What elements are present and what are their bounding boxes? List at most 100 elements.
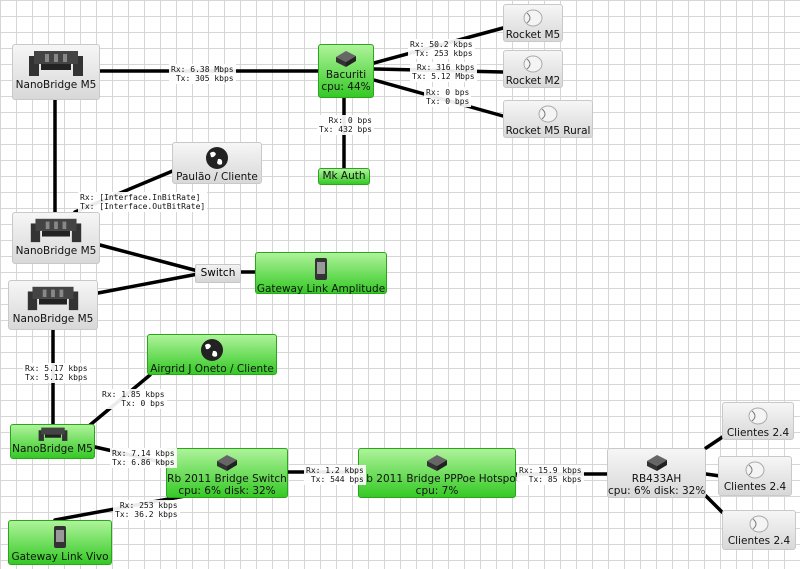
gateway-icon bbox=[54, 526, 66, 548]
node-stat: cpu: 6% disk: 32% bbox=[178, 485, 276, 497]
bridge-icon bbox=[30, 218, 82, 243]
tx-rate: Tx: 432 bps bbox=[319, 125, 372, 134]
node-rb2011-bridge-switch[interactable]: Rb 2011 Bridge Switch cpu: 6% disk: 32% bbox=[166, 448, 288, 498]
link-label-rbpppoe-rb433: Rx: 15.9 kbps Tx: 85 kbps bbox=[517, 465, 584, 485]
node-clientes-3[interactable]: Clientes 2.4 bbox=[722, 510, 796, 550]
antenna-icon bbox=[745, 461, 765, 479]
link-label-nb4-rbswitch: Rx: 7.14 kbps Tx: 6.86 kbps bbox=[110, 448, 177, 468]
antenna-icon bbox=[523, 55, 543, 73]
node-nanobridge-3[interactable]: NanoBridge M5 bbox=[8, 280, 98, 330]
node-rb2011-bridge-pppoe[interactable]: Rb 2011 Bridge PPPoe Hotspot cpu: 7% bbox=[358, 448, 520, 498]
tx-rate: Tx: 0 bps bbox=[426, 97, 470, 106]
link-rb433-clientes1[interactable] bbox=[704, 434, 726, 450]
rx-rate: Rx: 5.17 kbps bbox=[25, 364, 88, 373]
node-label: NanoBridge M5 bbox=[12, 443, 93, 455]
tx-rate: Tx: 36.2 kbps bbox=[115, 510, 178, 519]
tx-rate: Tx: 253 kbps bbox=[414, 49, 473, 58]
node-label: RB433AH bbox=[631, 473, 682, 485]
bridge-icon bbox=[27, 286, 79, 311]
node-label: Paulão / Cliente bbox=[176, 171, 258, 183]
antenna-icon bbox=[749, 515, 769, 533]
rx-rate: Rx: 15.9 kbps bbox=[519, 466, 582, 475]
node-gateway-link-amplitude[interactable]: Gateway Link Amplitude bbox=[255, 252, 387, 295]
rx-rate: Rx: 0 bps bbox=[426, 88, 470, 97]
link-rb433-clientes2[interactable] bbox=[704, 472, 722, 478]
bridge-icon bbox=[29, 51, 83, 76]
node-label: Bacuriti bbox=[325, 69, 367, 81]
node-label: Clientes 2.4 bbox=[727, 535, 791, 547]
node-mk-auth[interactable]: Mk Auth bbox=[318, 168, 370, 185]
node-label: Rocket M2 bbox=[505, 75, 561, 87]
link-label-nb1-bacuriti: Rx: 6.38 Mbps Tx: 305 kbps bbox=[169, 64, 236, 84]
node-nanobridge-1[interactable]: NanoBridge M5 bbox=[12, 44, 100, 100]
node-rocket-m2[interactable]: Rocket M2 bbox=[503, 50, 563, 88]
node-stat: cpu: 44% bbox=[321, 81, 371, 93]
tx-rate: Tx: [Interface.OutBitRate] bbox=[80, 202, 206, 211]
link-label-nb4-airgrid: Rx: 1.85 kbps Tx: 0 bps bbox=[100, 389, 167, 409]
bridge-icon bbox=[38, 427, 67, 441]
node-label: Clientes 2.4 bbox=[723, 481, 787, 493]
node-paulao-cliente[interactable]: Paulão / Cliente bbox=[172, 142, 262, 184]
rx-rate: Rx: [Interface.InBitRate] bbox=[80, 193, 201, 202]
rx-rate: Rx: 50.2 kbps bbox=[410, 40, 473, 49]
tx-rate: Tx: 544 bps bbox=[310, 475, 364, 484]
tx-rate: Tx: 6.86 kbps bbox=[112, 458, 175, 467]
node-nanobridge-2[interactable]: NanoBridge M5 bbox=[12, 212, 100, 264]
node-label: Rb 2011 Bridge Switch bbox=[167, 473, 287, 485]
node-label: Clientes 2.4 bbox=[726, 427, 790, 439]
link-label-bacuriti-mkauth: Rx: 0 bps Tx: 432 bps bbox=[317, 115, 374, 135]
node-label: Rocket M5 Rural bbox=[505, 125, 591, 137]
antenna-icon bbox=[538, 105, 558, 123]
node-label: Gateway Link Amplitude bbox=[256, 283, 386, 295]
link-label-bacuriti-rocket2: Rx: 316 kbps Tx: 5.12 Mbps bbox=[410, 62, 477, 82]
rx-rate: Rx: 1.2 kbps bbox=[306, 466, 364, 475]
link-nb3-switch[interactable] bbox=[96, 272, 200, 295]
node-airgrid-cliente[interactable]: Airgrid J Oneto / Cliente bbox=[147, 334, 277, 375]
node-rocket-m5[interactable]: Rocket M5 bbox=[503, 4, 563, 42]
tx-rate: Tx: 85 kbps bbox=[528, 475, 582, 484]
link-label-rbswitch-gwvivo: Rx: 253 kbps Tx: 36.2 kbps bbox=[113, 500, 180, 520]
tx-rate: Tx: 0 bps bbox=[121, 399, 165, 408]
node-label: Rocket M5 bbox=[505, 29, 561, 41]
router-icon bbox=[336, 51, 356, 67]
node-label: Rb 2011 Bridge PPPoe Hotspot bbox=[359, 473, 520, 485]
node-label: Gateway Link Vivo bbox=[11, 551, 109, 563]
tx-rate: Tx: 5.12 Mbps bbox=[412, 72, 475, 81]
gateway-icon bbox=[315, 258, 327, 280]
rx-rate: Rx: 0 bps bbox=[328, 116, 372, 125]
node-stat: cpu: 6% disk: 32% bbox=[608, 485, 706, 497]
globe-icon bbox=[201, 339, 223, 361]
node-switch[interactable]: Switch bbox=[195, 264, 241, 283]
link-label-nb3-nb4: Rx: 5.17 kbps Tx: 5.12 kbps bbox=[23, 363, 90, 383]
node-rocket-m5-rural[interactable]: Rocket M5 Rural bbox=[503, 100, 593, 138]
node-gateway-link-vivo[interactable]: Gateway Link Vivo bbox=[8, 520, 112, 565]
node-rb433ah[interactable]: RB433AH cpu: 6% disk: 32% bbox=[607, 448, 706, 498]
link-rb433-clientes3[interactable] bbox=[704, 494, 724, 514]
rx-rate: Rx: 253 kbps bbox=[119, 501, 178, 510]
node-label: Mk Auth bbox=[322, 170, 366, 182]
router-icon bbox=[217, 455, 237, 471]
antenna-icon bbox=[523, 9, 543, 27]
tx-rate: Tx: 5.12 kbps bbox=[25, 373, 88, 382]
node-stat: cpu: 7% bbox=[415, 485, 459, 497]
node-label: Switch bbox=[200, 267, 236, 279]
link-nb2-switch[interactable] bbox=[98, 243, 200, 273]
node-label: Airgrid J Oneto / Cliente bbox=[150, 363, 274, 375]
node-nanobridge-4[interactable]: NanoBridge M5 bbox=[10, 424, 95, 459]
rx-rate: Rx: 7.14 kbps bbox=[112, 449, 175, 458]
link-label-bacuriti-rocket3: Rx: 0 bps Tx: 0 bps bbox=[424, 87, 472, 107]
node-bacuriti[interactable]: Bacuriti cpu: 44% bbox=[318, 44, 374, 98]
antenna-icon bbox=[748, 407, 768, 425]
node-clientes-1[interactable]: Clientes 2.4 bbox=[722, 402, 794, 440]
link-label-nb2-paulao: Rx: [Interface.InBitRate] Tx: [Interface… bbox=[78, 192, 208, 212]
node-label: NanoBridge M5 bbox=[12, 313, 94, 325]
rx-rate: Rx: 316 kbps bbox=[416, 63, 475, 72]
node-label: NanoBridge M5 bbox=[15, 245, 97, 257]
rx-rate: Rx: 1.85 kbps bbox=[102, 390, 165, 399]
rx-rate: Rx: 6.38 Mbps bbox=[171, 65, 234, 74]
node-clientes-2[interactable]: Clientes 2.4 bbox=[718, 456, 792, 496]
router-icon bbox=[427, 455, 447, 471]
tx-rate: Tx: 305 kbps bbox=[175, 74, 234, 83]
globe-icon bbox=[206, 147, 228, 169]
node-label: NanoBridge M5 bbox=[15, 79, 97, 91]
